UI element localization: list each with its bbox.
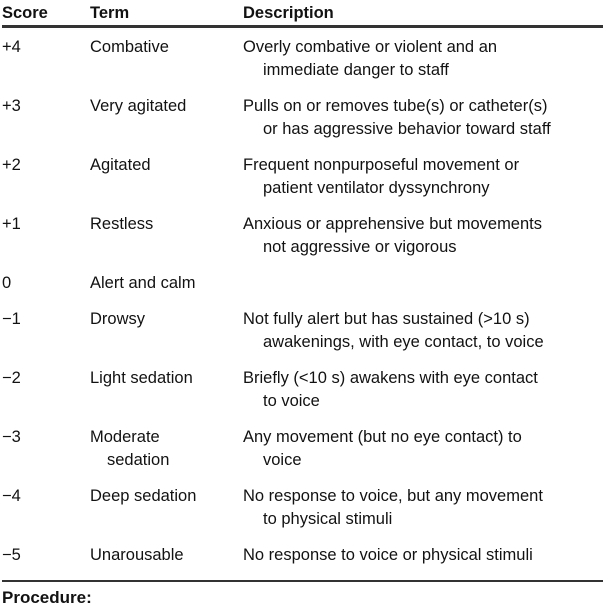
term-cell: Unarousable (90, 546, 184, 564)
score-cell: +2 (2, 156, 21, 174)
table-bottom-rule (2, 580, 603, 582)
term-cell: Alert and calm (90, 274, 196, 292)
table-row: +4 Combative Overly combative or violent a… (2, 36, 603, 95)
description-cell: Briefly (<10 s) awakens with eye contact… (243, 369, 538, 410)
term-cell: Light sedation (90, 369, 193, 387)
term-cell: Agitated (90, 156, 151, 174)
score-cell: −3 (2, 428, 21, 446)
score-cell: −4 (2, 487, 21, 505)
score-cell: −5 (2, 546, 21, 564)
description-cell (243, 272, 603, 295)
table-row: +1 Restless Anxious or apprehensive but mo… (2, 213, 603, 272)
term-cell: Combative (90, 38, 169, 56)
score-cell: +3 (2, 97, 21, 115)
score-cell: −2 (2, 369, 21, 387)
score-cell: +4 (2, 38, 21, 56)
table-row: −5 Unarousable No response to voice or phy… (2, 544, 603, 580)
column-header-description: Description (243, 4, 334, 22)
score-cell: 0 (2, 274, 12, 292)
score-cell: +1 (2, 215, 21, 233)
table-row: −1 Drowsy Not fully alert but has sustaine… (2, 308, 603, 367)
table-header-row: Score Term Description (2, 0, 603, 28)
score-cell: −1 (2, 310, 21, 328)
term-cell: Drowsy (90, 310, 146, 328)
table-row: +3 Very agitated Pulls on or removes tube(… (2, 95, 603, 154)
description-cell: No response to voice or physical stimuli (243, 546, 533, 564)
table-body: +4 Combative Overly combative or violent a… (2, 28, 603, 580)
term-cell: Restless (90, 215, 154, 233)
table-row: +2 Agitated Frequent nonpurposeful movemen… (2, 154, 603, 213)
term-cell: Very agitated (90, 97, 187, 115)
table-row: −4 Deep sedation No response to voice, but… (2, 485, 603, 544)
table-row: −2 Light sedation Briefly (<10 s) awakens … (2, 367, 603, 426)
description-cell: Pulls on or removes tube(s) or catheter(… (243, 97, 551, 138)
column-header-score: Score (2, 4, 48, 22)
column-header-term: Term (90, 4, 130, 22)
procedure-label: Procedure: (2, 588, 92, 607)
description-cell: Not fully alert but has sustained (>10 s… (243, 310, 544, 351)
table-row: 0 Alert and calm (2, 272, 603, 308)
term-cell: Deep sedation (90, 487, 197, 505)
